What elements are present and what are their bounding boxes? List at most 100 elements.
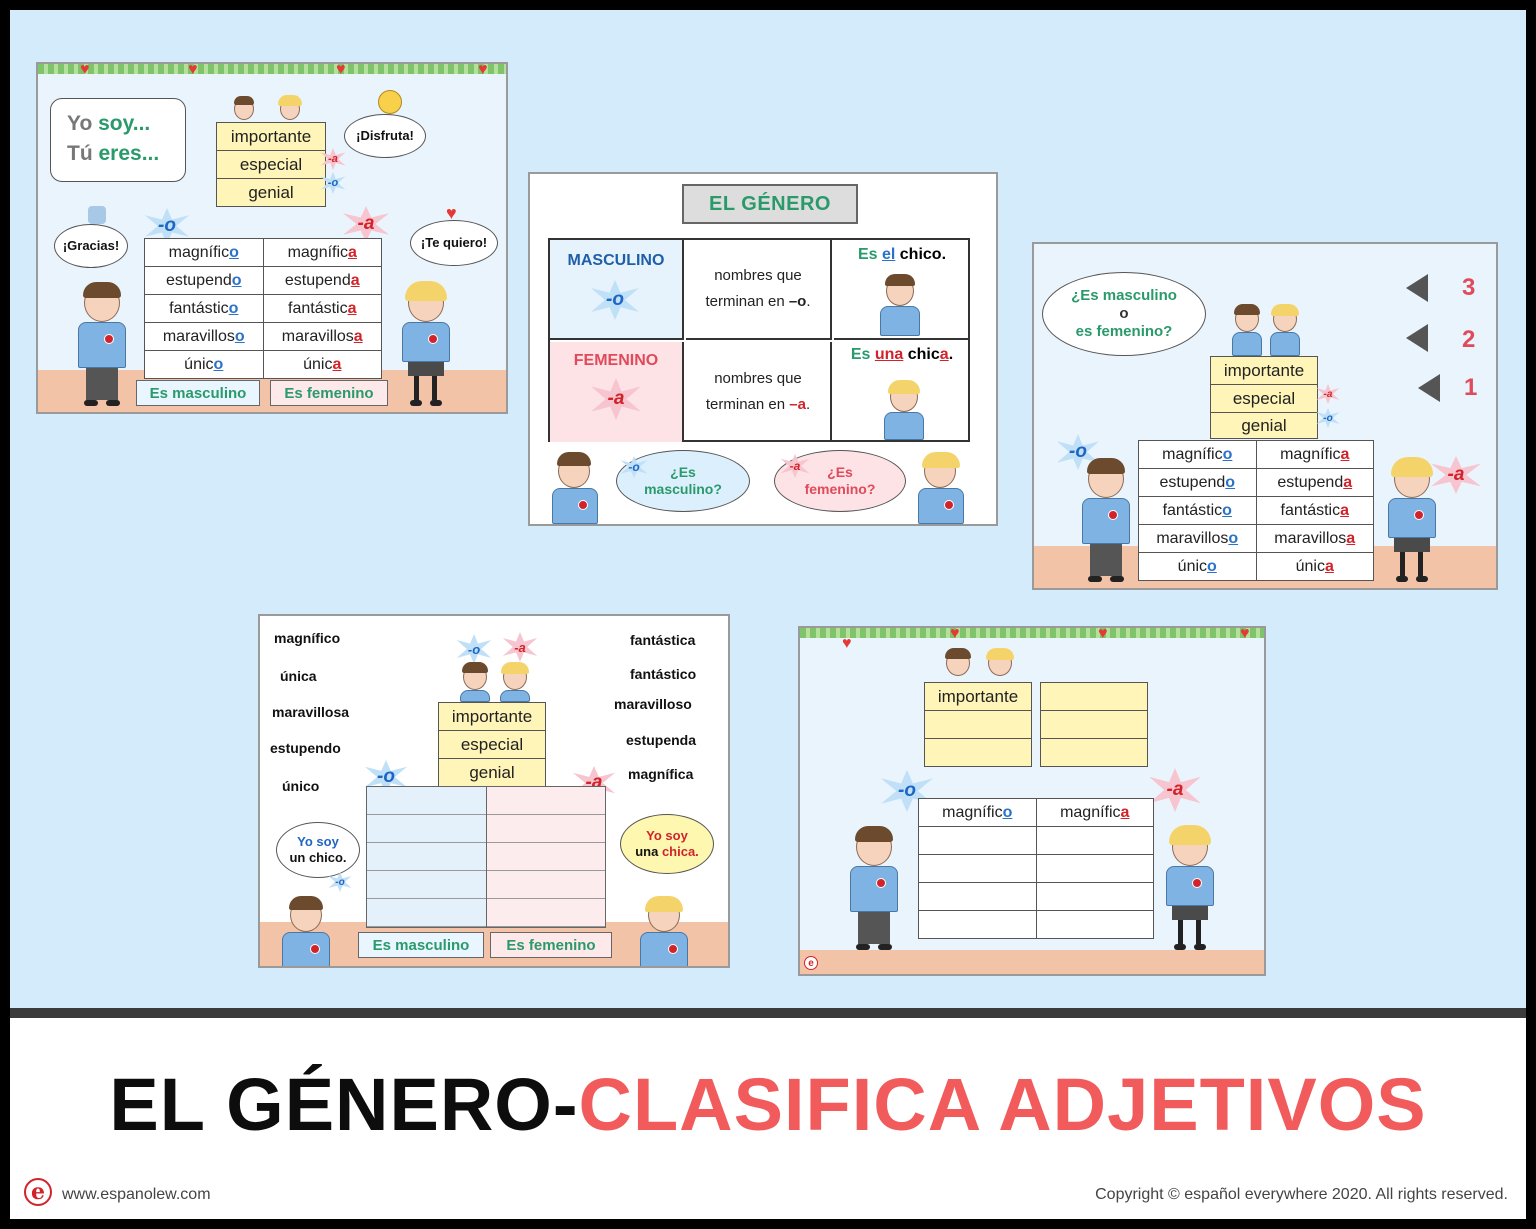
draggable-word[interactable]: único	[282, 778, 320, 794]
o-ending-star-icon: -o	[456, 634, 492, 664]
yellow-cell: importante	[216, 122, 326, 151]
femenino-cell: FEMENINO -a	[550, 342, 684, 442]
adjective-yellow-table[interactable]: importante	[924, 682, 1032, 767]
heart-icon: ♥	[1240, 626, 1250, 642]
gender-grid: MASCULINO -o nombres que terminan en –o.…	[548, 238, 970, 442]
slide-5-preview: ♥ ♥ ♥ ♥ importante -o	[798, 626, 1266, 976]
a-ending-star-icon: -a	[1316, 384, 1340, 404]
website-url[interactable]: www.espanolew.com	[62, 1186, 211, 1203]
feminine-column[interactable]	[486, 787, 605, 927]
girl-avatar-small	[986, 648, 1014, 684]
boy-avatar-small	[944, 648, 972, 684]
girl-character	[398, 281, 454, 408]
yo-text: Yo	[67, 112, 99, 135]
heart-icon: ♥	[336, 62, 346, 78]
soy-text: soy...	[98, 112, 151, 135]
girl-character	[1162, 825, 1218, 952]
copyright-text: Copyright © español everywhere 2020. All…	[1095, 1186, 1508, 1203]
praying-hands-icon	[88, 206, 106, 224]
yellow-cell: especial	[216, 150, 326, 179]
es-una-chica-cell: Es una chica.	[834, 342, 970, 442]
es-femenino-label: Es femenino	[490, 932, 612, 958]
es-masculino-label: Es masculino	[136, 380, 260, 406]
masculino-cell: MASCULINO -o	[550, 240, 684, 340]
adjective-yellow-table: importante especial genial	[438, 702, 546, 787]
es-masculino-label: Es masculino	[358, 932, 484, 958]
background-panel: ♥ ♥ ♥ ♥ Yo soy... Tú eres... importante …	[10, 10, 1526, 1008]
a-ending-star-icon: -a	[502, 632, 538, 662]
draggable-word[interactable]: estupendo	[270, 740, 341, 756]
heart-icon: ♥	[80, 62, 90, 78]
masculine-column[interactable]	[367, 787, 487, 927]
heart-icon: ♥	[446, 203, 457, 223]
draggable-word[interactable]: fantástico	[630, 666, 697, 682]
draggable-word[interactable]: maravilloso	[614, 696, 692, 712]
girl-character	[1384, 457, 1440, 584]
espanol-everywhere-logo-icon: e	[804, 956, 818, 970]
o-ending-star-icon: -o	[1316, 408, 1340, 428]
yellow-cell: genial	[216, 178, 326, 207]
a-ending-star-icon: -a	[342, 206, 390, 242]
heart-icon: ♥	[842, 635, 852, 652]
el-genero-title: EL GÉNERO	[682, 184, 858, 224]
boy-avatar-small	[460, 662, 490, 702]
es-femenino-label: Es femenino	[270, 380, 388, 406]
speaker-icon[interactable]	[1418, 374, 1440, 402]
draggable-word[interactable]: fantástica	[630, 632, 696, 648]
boy-avatar-small	[232, 94, 256, 124]
sorting-grid[interactable]	[366, 786, 606, 928]
draggable-word[interactable]: maravillosa	[272, 704, 350, 720]
speaker-icon[interactable]	[1406, 274, 1428, 302]
heart-icon: ♥	[478, 62, 488, 78]
slide-2-preview: EL GÉNERO MASCULINO -o nombres que termi…	[528, 172, 998, 526]
boy-character	[1078, 458, 1134, 584]
heart-icon: ♥	[188, 62, 198, 78]
floor	[800, 950, 1264, 974]
poster: ♥ ♥ ♥ ♥ Yo soy... Tú eres... importante …	[10, 10, 1526, 1219]
countdown-2: 2	[1462, 326, 1476, 353]
slide-4-preview: magnífico única maravillosa estupendo ún…	[258, 614, 730, 968]
boy-character	[74, 282, 130, 408]
es-el-chico-cell: Es el chico.	[834, 240, 970, 340]
adjective-yellow-table: importante especial genial	[216, 122, 326, 207]
a-ending-star-icon: -a	[1149, 768, 1201, 812]
slide-3-preview: ¿Es masculino o es femenino? 3 2 1	[1032, 242, 1498, 590]
question-bubble: ¿Es masculino o es femenino?	[1042, 272, 1206, 356]
adjective-yellow-table: importante especial genial	[1210, 356, 1318, 439]
masc-description: nombres que terminan en –o.	[686, 240, 832, 340]
o-ending-star-icon: -o	[591, 280, 639, 320]
te-quiero-bubble: ¡Te quiero!	[410, 220, 498, 266]
speaker-icon[interactable]	[1406, 324, 1428, 352]
garland	[800, 628, 1264, 638]
girl-avatar-small	[1270, 304, 1300, 356]
page-title: EL GÉNERO-CLASIFICA ADJETIVOS	[10, 1062, 1526, 1147]
garland	[38, 64, 506, 74]
gracias-bubble: ¡Gracias!	[54, 224, 128, 268]
heart-icon: ♥	[950, 626, 960, 642]
fem-description: nombres que terminan en –a.	[686, 342, 832, 442]
draggable-word[interactable]: magnífico	[274, 630, 341, 646]
yo-soy-box: Yo soy... Tú eres...	[50, 98, 186, 182]
countdown-3: 3	[1462, 274, 1476, 301]
a-ending-star-icon: -a	[591, 378, 641, 420]
heart-icon: ♥	[1098, 626, 1108, 642]
girl-avatar-small	[278, 94, 302, 124]
draggable-word[interactable]: única	[280, 668, 317, 684]
emoji-icon	[378, 90, 402, 114]
boy-character	[880, 274, 920, 336]
divider	[10, 1008, 1526, 1018]
boy-avatar	[552, 452, 598, 524]
empty-yellow-table[interactable]	[1040, 682, 1148, 767]
draggable-word[interactable]: estupenda	[626, 732, 697, 748]
draggable-word[interactable]: magnífica	[628, 766, 694, 782]
girl-avatar-small	[500, 662, 530, 702]
tu-text: Tú	[67, 142, 99, 165]
slide-1-preview: ♥ ♥ ♥ ♥ Yo soy... Tú eres... importante …	[36, 62, 508, 414]
boy-character	[846, 826, 902, 952]
